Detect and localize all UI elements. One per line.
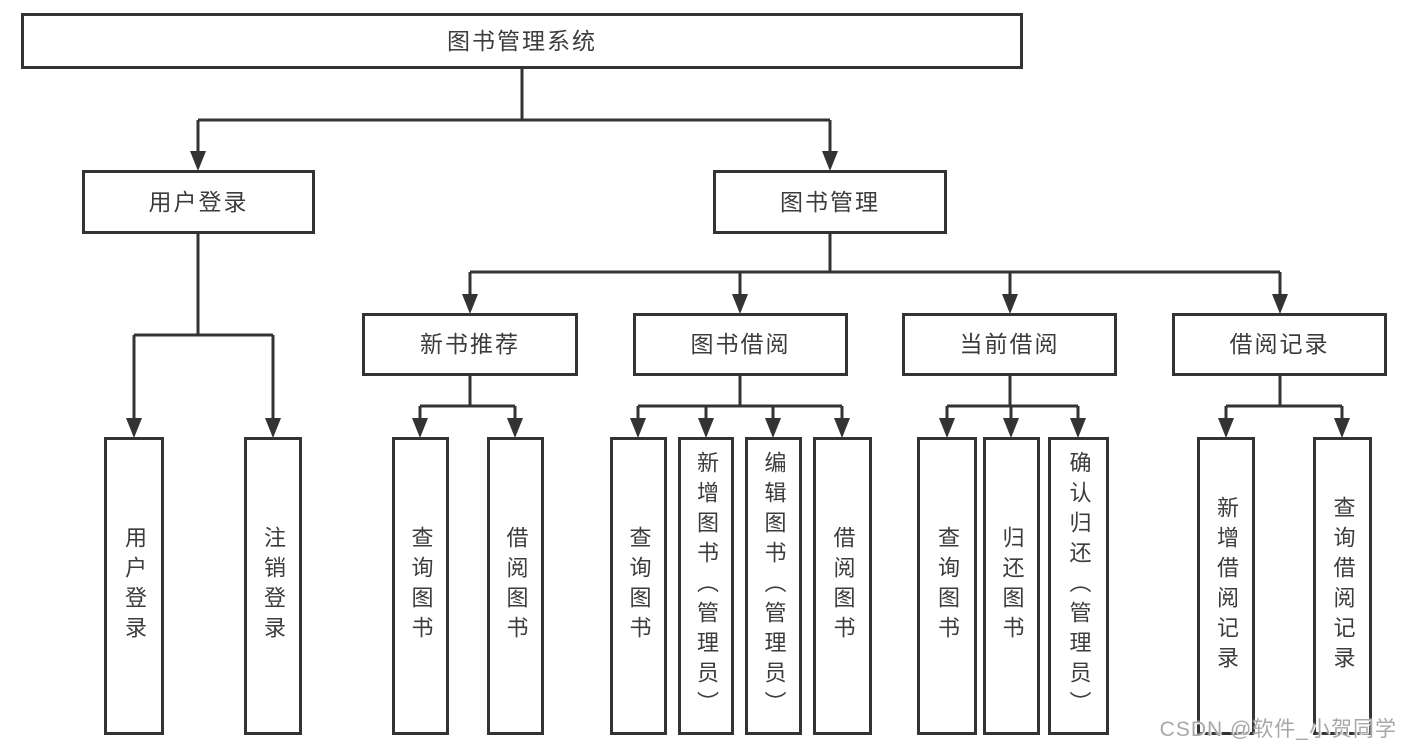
- node-leaf-bb-edit-books-admin: 编辑图书（管理员）: [745, 437, 802, 735]
- node-leaf-br-query-record: 查询借阅记录: [1313, 437, 1372, 735]
- node-leaf-bb-borrow-books: 借阅图书: [813, 437, 872, 735]
- node-user-login-label: 用户登录: [148, 188, 249, 215]
- node-leaf-nb-borrow-books: 借阅图书: [487, 437, 544, 735]
- node-leaf-bb-add-books-admin-label: 新增图书（管理员）: [694, 451, 719, 721]
- node-leaf-logout: 注销登录: [244, 437, 302, 735]
- node-user-login: 用户登录: [82, 170, 315, 234]
- node-current-borrowing: 当前借阅: [902, 313, 1117, 376]
- node-book-borrowing-label: 图书借阅: [690, 331, 791, 357]
- node-leaf-cb-return-books-label: 归还图书: [999, 526, 1025, 646]
- node-book-borrowing: 图书借阅: [633, 313, 848, 376]
- node-book-management: 图书管理: [713, 170, 947, 234]
- node-leaf-cb-query-books-label: 查询图书: [935, 526, 960, 646]
- node-new-book-recommend-label: 新书推荐: [420, 331, 520, 357]
- node-leaf-nb-borrow-books-label: 借阅图书: [503, 526, 529, 646]
- node-leaf-br-query-record-label: 查询借阅记录: [1330, 496, 1356, 676]
- node-leaf-bb-borrow-books-label: 借阅图书: [830, 526, 856, 646]
- node-borrowing-records-label: 借阅记录: [1229, 331, 1330, 357]
- node-book-management-label: 图书管理: [780, 188, 880, 215]
- node-leaf-br-add-record: 新增借阅记录: [1197, 437, 1255, 735]
- node-leaf-cb-return-books: 归还图书: [983, 437, 1040, 735]
- node-leaf-bb-query-books-label: 查询图书: [626, 526, 652, 646]
- node-leaf-logout-label: 注销登录: [261, 526, 286, 646]
- node-leaf-cb-confirm-return-admin: 确认归还（管理员）: [1048, 437, 1109, 735]
- node-current-borrowing-label: 当前借阅: [959, 331, 1060, 357]
- node-leaf-bb-add-books-admin: 新增图书（管理员）: [678, 437, 734, 735]
- node-leaf-bb-query-books: 查询图书: [610, 437, 667, 735]
- node-leaf-bb-edit-books-admin-label: 编辑图书（管理员）: [761, 451, 787, 721]
- node-leaf-cb-confirm-return-admin-label: 确认归还（管理员）: [1066, 451, 1092, 721]
- node-root-label: 图书管理系统: [447, 27, 597, 54]
- arrowhead-icons: [126, 151, 1350, 438]
- node-leaf-user-login: 用户登录: [104, 437, 164, 735]
- node-leaf-user-login-label: 用户登录: [122, 526, 147, 646]
- node-leaf-cb-query-books: 查询图书: [917, 437, 977, 735]
- node-leaf-br-add-record-label: 新增借阅记录: [1214, 496, 1239, 676]
- watermark: CSDN @软件_小贺同学: [1159, 718, 1397, 741]
- node-root: 图书管理系统: [21, 13, 1023, 69]
- node-borrowing-records: 借阅记录: [1172, 313, 1387, 376]
- connector-stroke-lines: [132, 69, 1344, 421]
- node-new-book-recommend: 新书推荐: [362, 313, 578, 376]
- node-leaf-nb-query-books-label: 查询图书: [408, 526, 434, 646]
- node-leaf-nb-query-books: 查询图书: [392, 437, 449, 735]
